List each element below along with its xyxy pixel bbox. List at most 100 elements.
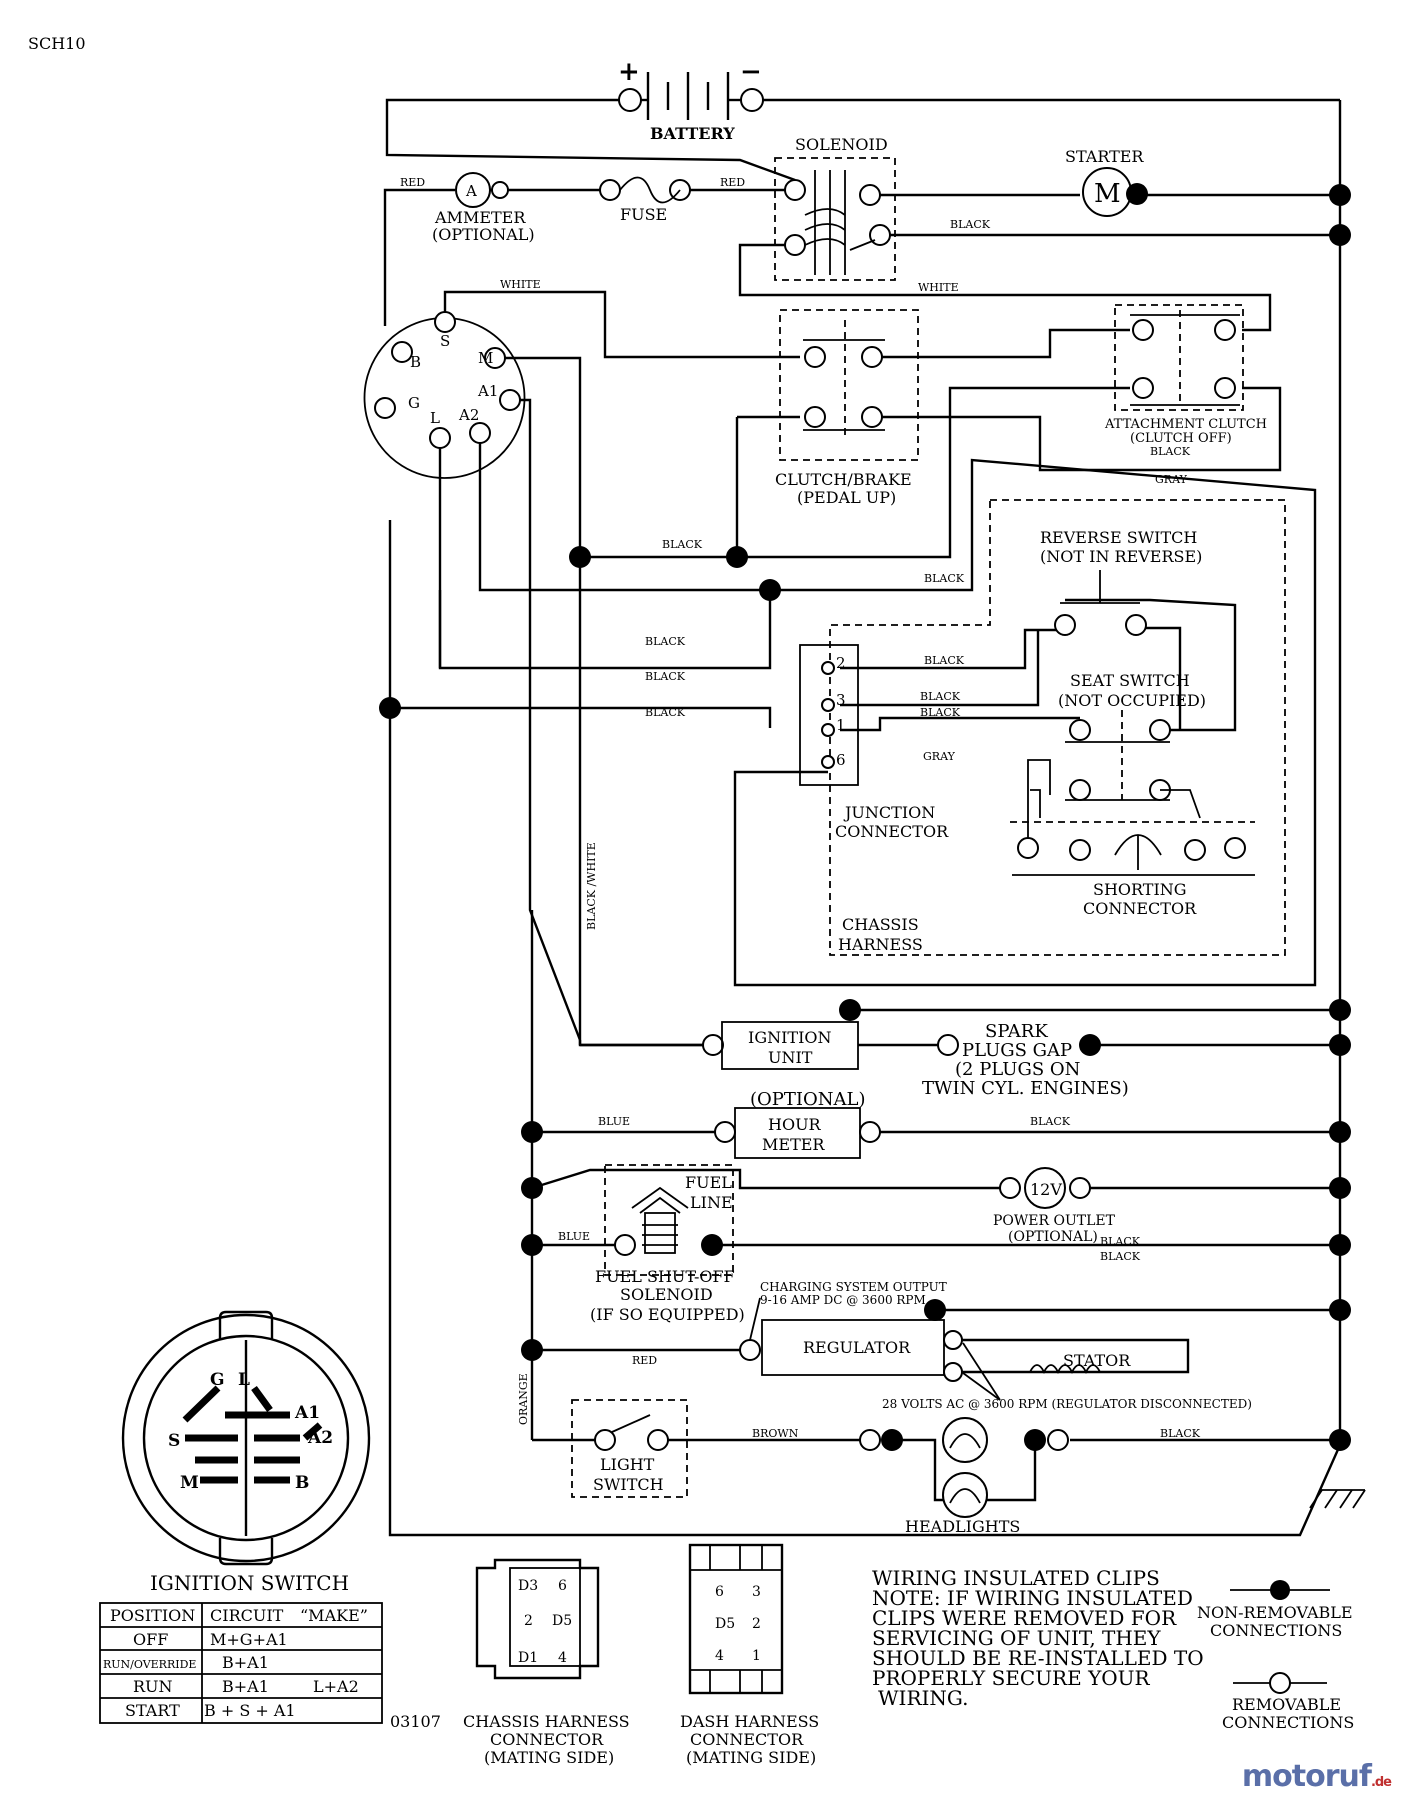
headlights-label: HEADLIGHTS [905,1517,1020,1536]
wire-label-blue-2: BLUE [558,1230,590,1243]
fuel-solenoid-label-2: SOLENOID [620,1285,713,1304]
wire-label-brown: BROWN [752,1427,799,1440]
stator: STATOR 28 VOLTS AC @ 3600 RPM (REGULATOR… [882,1342,1252,1411]
dash-pin: D5 [715,1616,735,1632]
battery-label: BATTERY [650,124,735,143]
switch-face-b: B [295,1473,309,1493]
wire-labels: RED RED WHITE WHITE BLACK BLACK BLACK BL… [400,176,1201,1440]
ignition-switch-face: G L A1 S A2 M B [121,1310,371,1566]
junction-pin-3: 3 [836,691,846,709]
terminal-l: L [430,409,440,427]
power-outlet-label-1: POWER OUTLET [993,1213,1116,1229]
switch-face-a1: A1 [294,1403,320,1423]
figure-number: 03107 [390,1712,441,1731]
table-row-position: RUN/OVERRIDE [103,1658,196,1671]
legend-removable-1: REMOVABLE [1232,1695,1341,1714]
reverse-switch-label-2: (NOT IN REVERSE) [1040,547,1202,566]
note-line: WIRING INSULATED CLIPS [872,1566,1160,1590]
ignition-unit-label-1: IGNITION [748,1028,832,1047]
chassis-pin: D1 [518,1650,538,1666]
table-header-make: “MAKE” [300,1606,368,1625]
table-row-circuit: B+A1 [222,1653,269,1672]
terminal-g: G [408,394,420,412]
note-line: CLIPS WERE REMOVED FOR [872,1606,1177,1630]
terminal-m: M [478,349,493,367]
wire-label-black-9: BLACK [920,690,961,703]
headlights: HEADLIGHTS [859,1417,1069,1536]
table-row-position: OFF [133,1630,168,1649]
solenoid-label: SOLENOID [795,135,888,154]
dash-pin: 4 [715,1648,724,1664]
switch-face-m: M [180,1473,199,1493]
note-line: WIRING. [878,1686,969,1710]
battery: + − BATTERY [618,57,764,143]
stator-note: 28 VOLTS AC @ 3600 RPM (REGULATOR DISCON… [882,1397,1252,1411]
wire-label-black-10: BLACK [920,706,961,719]
spark-label-2: PLUGS GAP [962,1040,1072,1061]
fuel-line-label-2: LINE [690,1193,733,1212]
ignition-unit: IGNITION UNIT [702,1021,859,1070]
document-code: SCH10 [28,34,86,53]
wire-label-black-2: BLACK [662,538,703,551]
wire-label-red-1: RED [400,176,425,189]
spark-label-3: (2 PLUGS ON [955,1059,1080,1080]
wire-label-black-7: BLACK [645,706,686,719]
ammeter-label-2: (OPTIONAL) [432,225,535,244]
chassis-harness-connector: D3 6 2 D5 D1 4 CHASSIS HARNESS CONNECTOR… [463,1558,630,1767]
seat-switch-label-2: (NOT OCCUPIED) [1058,691,1206,710]
wire-label-black-6: BLACK [645,670,686,683]
wire-label-black-11: BLACK [1030,1115,1071,1128]
solenoid: SOLENOID [774,135,896,281]
chassis-pin: D3 [518,1578,538,1594]
battery-minus: − [740,57,762,87]
fuel-line-label-1: FUEL [685,1173,732,1192]
table-row-circuit: B+A1 [222,1677,269,1696]
hour-meter-optional: (OPTIONAL) [750,1089,866,1110]
legend-non-removable-2: CONNECTIONS [1210,1621,1342,1640]
attachment-clutch: ATTACHMENT CLUTCH (CLUTCH OFF) [1104,304,1267,446]
note-line: SERVICING OF UNIT, THEY [872,1626,1161,1650]
seat-switch-label-1: SEAT SWITCH [1070,671,1190,690]
starter: M STARTER [1065,147,1148,217]
chassis-harness-label-1: CHASSIS [842,915,919,934]
chassis-pin: 2 [524,1613,533,1629]
terminal-a2: A2 [458,406,479,424]
table-row-circuit: B + S + A1 [204,1701,296,1720]
reverse-switch: REVERSE SWITCH (NOT IN REVERSE) [1040,528,1202,636]
attachment-clutch-label-2: (CLUTCH OFF) [1130,431,1232,446]
wire-label-red-2: RED [720,176,745,189]
wire-label-gray-2: GRAY [923,750,956,763]
junction-dots [379,184,1351,1451]
power-outlet-symbol: 12V [1030,1180,1062,1199]
spark-plugs: SPARK PLUGS GAP (2 PLUGS ON TWIN CYL. EN… [922,1021,1129,1099]
legend-non-removable-1: NON-REMOVABLE [1197,1603,1353,1622]
ammeter-symbol: A [465,182,477,200]
terminal-s: S [440,332,450,350]
stator-label: STATOR [1063,1351,1131,1370]
wire-label-white-2: WHITE [918,281,959,294]
battery-plus: + [618,57,640,87]
ignition-unit-label-2: UNIT [768,1048,813,1067]
wire-label-gray-1: GRAY [1155,473,1188,486]
charging-label-2: 9-16 AMP DC @ 3600 RPM [760,1293,926,1307]
clutch-brake-switch: CLUTCH/BRAKE (PEDAL UP) [775,309,919,507]
dash-connector-label-3: (MATING SIDE) [686,1748,816,1767]
hour-meter-label-1: HOUR [768,1115,822,1134]
clutch-brake-label-1: CLUTCH/BRAKE [775,470,912,489]
ignition-switch-title: IGNITION SWITCH [150,1571,349,1595]
regulator-label: REGULATOR [803,1338,911,1357]
attachment-clutch-label-1: ATTACHMENT CLUTCH [1104,417,1267,432]
fuel-solenoid-label-3: (IF SO EQUIPPED) [590,1305,745,1324]
dash-pin: 2 [752,1616,761,1632]
chassis-harness: CHASSIS HARNESS [829,499,1286,956]
shorting-connector: SHORTING CONNECTOR [1010,759,1255,918]
note-line: SHOULD BE RE-INSTALLED TO [872,1646,1204,1670]
table-row-circuit: M+G+A1 [210,1630,288,1649]
wire-label-black-8: BLACK [924,654,965,667]
junction-pin-1: 1 [836,716,846,734]
table-row-position: START [125,1701,180,1720]
watermark-text: motoruf [1241,1759,1372,1794]
dash-harness-connector: 6 3 D5 2 4 1 DASH HARNESS CONNECTOR (MAT… [680,1543,819,1767]
switch-face-l: L [238,1370,250,1390]
wire-label-white-1: WHITE [500,278,541,291]
